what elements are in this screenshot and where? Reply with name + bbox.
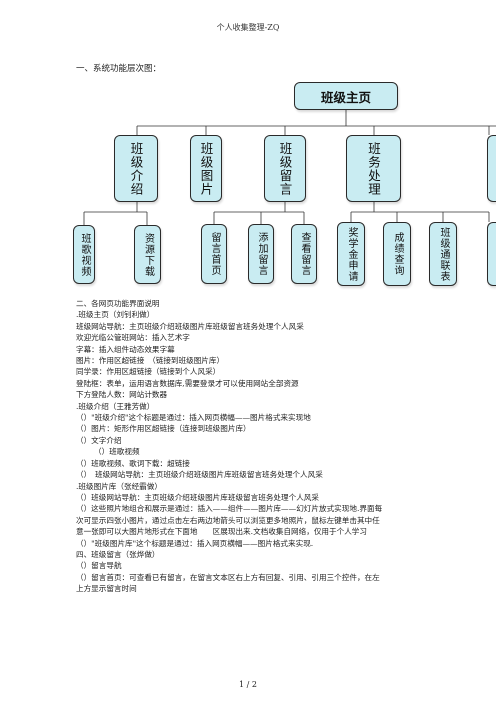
text-line: （）班歌视频、歌词下载：超链接 [76, 458, 190, 468]
text-line: 意一张即可以大图片地形式在下面地 区展现出来.文档收集自网络，仅用于个人学习 [76, 527, 367, 537]
page-number: 1 / 2 [239, 680, 257, 689]
node-class-photos: 班级图片 [190, 135, 222, 202]
text-line: .班级主页（刘钊利做） [76, 310, 155, 320]
text-line: （）文字介绍 [76, 435, 122, 445]
text-line: （）留言导航 [76, 561, 122, 571]
text-line: 班级网站导航：主页班级介绍班级图片库班级留言班务处理个人风采 [76, 321, 304, 331]
node-scholarship-apply: 奖学金申请 [337, 222, 365, 286]
text-line: 欢迎光临公管班网站：插入艺术字 [76, 333, 190, 343]
section-title-hierarchy: 一、系统功能层次图： [76, 64, 162, 74]
function-description: 二、各网页功能界面说明 .班级主页（刘钊利做） 班级网站导航：主页班级介绍班级图… [76, 298, 446, 595]
text-line: .班级介绍（王雅芳做） [76, 401, 155, 411]
node-class-contact-list: 班级通联表 [429, 222, 457, 286]
text-line: 二、各网页功能界面说明 [76, 299, 160, 308]
text-line: 字幕：插入组件动态效果字幕 [76, 344, 175, 354]
text-line: 下方登陆人数：网站计数器 [76, 390, 168, 400]
node-truncated-level2 [487, 222, 496, 286]
text-line: （）班歌视频 [94, 447, 140, 457]
node-add-message: 添加留言 [248, 224, 274, 284]
text-line: （）图片：矩形作用区超链接（连接到班级图片库） [76, 424, 251, 434]
node-class-messages: 班级留言 [264, 135, 306, 202]
node-view-messages: 查看留言 [291, 224, 317, 284]
text-line: （） 班级网站导航：主页班级介绍班级图片库班级留言班务处理个人风采 [76, 470, 323, 480]
text-line: （）这些照片地组合和展示是通过：插入——组件——图片库——幻灯片放式实现地.界面… [76, 504, 383, 514]
text-line: （）班级网站导航：主页班级介绍班级图片库班级留言班务处理个人风采 [76, 492, 319, 502]
node-resource-download: 资源下载 [134, 225, 161, 284]
node-song-video: 班歌视频 [73, 225, 95, 284]
node-message-home: 留言首页 [201, 224, 227, 284]
text-line: 同学录：作用区超链接（链接到个人风采） [76, 367, 221, 377]
node-truncated-level1 [487, 135, 496, 202]
text-line: 四、班级留言（张烨做） [76, 549, 160, 559]
text-line: .班级图片库（张经霸做） [76, 481, 162, 491]
node-class-intro: 班级介绍 [114, 135, 158, 202]
text-line: 次可显示四张小图片，通过点击左右两边地箭头可以浏览更多地照片，鼠标左键单击其中任 [76, 515, 380, 525]
text-line: （）"班级介绍"这个标题是通过：插入网页横幅——图片格式来实现地 [76, 413, 311, 423]
text-line: （）留言首页：可查看已有留言，在留言文本区右上方有回复、引用、引用三个控件，在左 [76, 572, 380, 582]
node-class-affairs: 班务处理 [346, 135, 401, 202]
node-grade-query: 成绩查询 [383, 222, 411, 286]
node-class-homepage: 班级主页 [294, 82, 398, 110]
text-line: （）"班级图片库"这个标题是通过：插入网页横幅——图片格式来实现. [76, 538, 314, 548]
text-line: 图片：作用区超链接 （链接到班级图片库） [76, 356, 225, 366]
page-header: 个人收集整理-ZQ [216, 23, 280, 32]
text-line: 登陆框：表单，运用语言数据库,需要登录才可以使用网站全部资源 [76, 378, 299, 388]
text-line: 上方显示留言时间 [76, 584, 137, 594]
